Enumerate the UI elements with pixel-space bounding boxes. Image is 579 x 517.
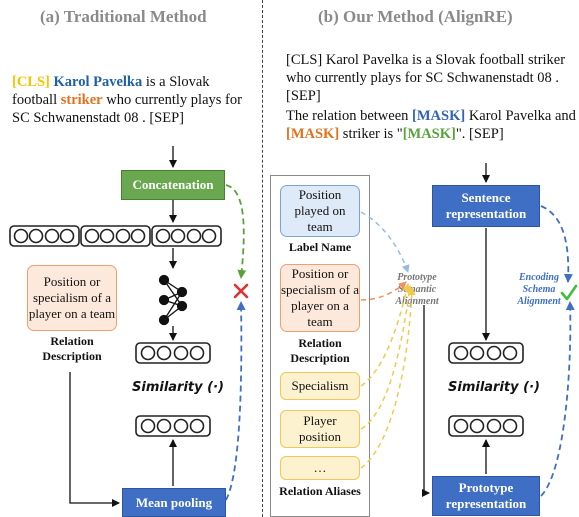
green-dashed-arrow <box>225 184 247 279</box>
panel-divider <box>262 0 263 517</box>
blue-dashed-arrow-left <box>225 301 246 501</box>
left-lower-vector <box>135 415 211 437</box>
left-upper-vector <box>135 342 211 364</box>
alias-box-3: … <box>280 456 360 480</box>
left-input-sentence: [CLS] Karol Pavelka is a Slovak football… <box>12 73 257 127</box>
right-input-sentence: [CLS] Karol Pavelka is a Slovak football… <box>286 52 566 104</box>
template-part: Karol Pavelka and <box>465 108 576 124</box>
psa-arrow-alias-3 <box>360 287 416 469</box>
blue-dashed-arrow-right-bottom <box>540 301 575 497</box>
right-lower-vector <box>448 415 524 437</box>
right-upper-vector <box>448 342 524 364</box>
template-part: striker is " <box>339 126 403 142</box>
neural-network-icon <box>158 274 188 326</box>
mask-token-relation: [MASK] <box>402 126 456 142</box>
left-relation-description-label: Relation Description <box>42 334 102 363</box>
concatenation-box: Concatenation <box>121 170 225 200</box>
arrow-side-panel-to-proto <box>422 305 430 497</box>
arrow-description-to-pool <box>69 372 120 507</box>
psa-arrow-description <box>360 281 407 301</box>
left-panel-title: (a) Traditional Method <box>40 7 207 26</box>
token-embeddings-sequence <box>9 225 222 247</box>
relation-aliases-label: Relation Aliases <box>279 484 361 498</box>
cls-token: [CLS] <box>12 74 50 90</box>
alias-box-1: Specialism <box>280 372 360 400</box>
check-icon <box>560 284 578 301</box>
mask-token-head: [MASK] <box>412 108 466 124</box>
sentence-part: who currently plays for SC Schwanenstadt… <box>12 92 242 126</box>
label-name-box: Position played on team <box>280 185 360 237</box>
right-similarity-label: Similarity (·) <box>448 380 540 395</box>
sentence-representation-box: Sentence representation <box>432 185 540 227</box>
cross-icon <box>233 283 249 299</box>
prototype-representation-box: Prototype representation <box>432 476 540 516</box>
head-entity: Karol Pavelka <box>53 74 143 90</box>
right-relation-description-box: Position or specialism of a player on a … <box>280 264 360 332</box>
right-panel-title: (b) Our Method (AlignRE) <box>318 7 513 26</box>
right-relation-description-label: Relation Description <box>290 336 350 365</box>
psa-arrow-label-name <box>360 211 410 273</box>
psa-arrow-alias-2 <box>360 285 414 430</box>
alias-box-2: Player position <box>280 410 360 448</box>
blue-dashed-arrow-right-top <box>540 205 573 283</box>
left-similarity-label: Similarity (·) <box>132 380 224 395</box>
relation-template: The relation between [MASK] Karol Pavelk… <box>286 107 578 143</box>
template-part: ". [SEP] <box>455 126 504 142</box>
left-relation-description-box: Position or specialism of a player on a … <box>27 265 117 331</box>
label-name-label: Label Name <box>288 240 352 254</box>
template-part: The relation between <box>286 108 413 124</box>
mask-token-tail: [MASK] <box>286 126 340 142</box>
prototype-semantic-alignment-note: Prototype Semantic Alignment <box>395 272 439 307</box>
tail-entity: striker <box>60 92 103 108</box>
sentence-part: is a Slovak football <box>12 74 210 108</box>
psa-arrow-alias-1 <box>360 283 411 387</box>
encoding-schema-alignment-note: Encoding Schema Alignment <box>517 272 561 307</box>
